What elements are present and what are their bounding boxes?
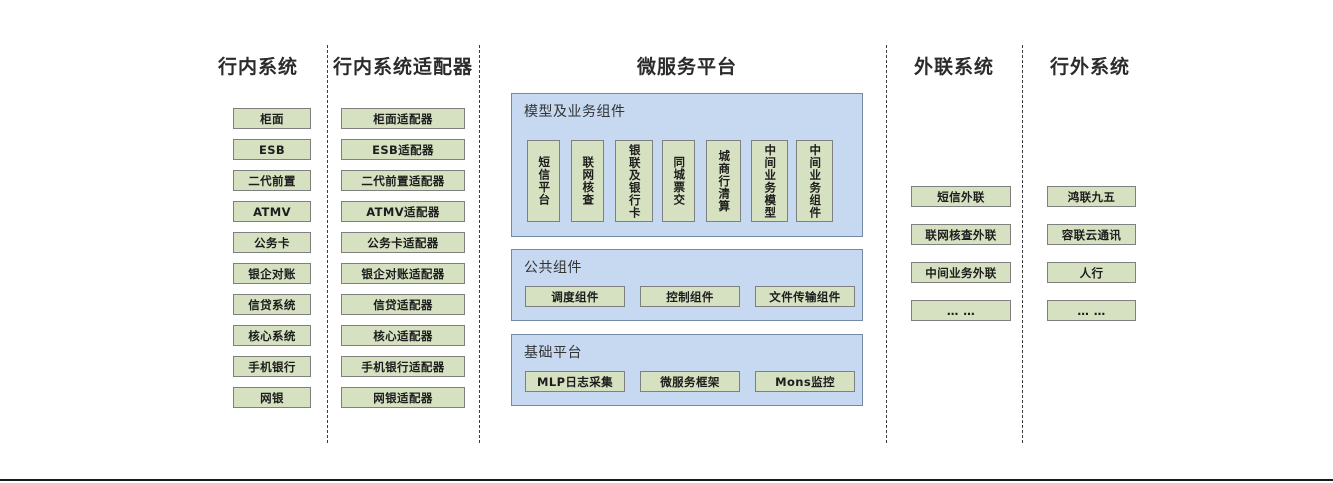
node-inbank-4[interactable]: ATMV (233, 201, 311, 222)
node-outbank-3[interactable]: 人行 (1047, 262, 1136, 283)
node-inbank-adapter-2[interactable]: ESB适配器 (341, 139, 465, 160)
column-divider-2 (479, 45, 480, 443)
node-outbank-2[interactable]: 容联云通讯 (1047, 224, 1136, 245)
node-model-2[interactable]: 联网核查 (571, 140, 604, 222)
page-bottom-rule (0, 479, 1333, 481)
column-title-external-link: 外联系统 (913, 56, 994, 78)
panel-base-platform: 基础平台 (511, 334, 863, 406)
node-inbank-6[interactable]: 银企对账 (233, 263, 311, 284)
column-divider-3 (886, 45, 887, 443)
panel-title-public-components: 公共组件 (524, 260, 582, 276)
node-inbank-adapter-10[interactable]: 网银适配器 (341, 387, 465, 408)
node-external-4[interactable]: … … (911, 300, 1011, 321)
column-title-outbank: 行外系统 (1049, 56, 1130, 78)
node-model-6[interactable]: 中间业务模型 (751, 140, 788, 222)
column-title-inbank-adapter: 行内系统适配器 (333, 56, 474, 78)
node-inbank-2[interactable]: ESB (233, 139, 311, 160)
panel-public-components: 公共组件 (511, 249, 863, 321)
node-external-1[interactable]: 短信外联 (911, 186, 1011, 207)
node-inbank-5[interactable]: 公务卡 (233, 232, 311, 253)
node-public-2[interactable]: 控制组件 (640, 286, 740, 307)
node-inbank-10[interactable]: 网银 (233, 387, 311, 408)
node-external-2[interactable]: 联网核查外联 (911, 224, 1011, 245)
column-divider-4 (1022, 45, 1023, 443)
node-inbank-adapter-5[interactable]: 公务卡适配器 (341, 232, 465, 253)
node-inbank-adapter-3[interactable]: 二代前置适配器 (341, 170, 465, 191)
node-external-3[interactable]: 中间业务外联 (911, 262, 1011, 283)
node-public-3[interactable]: 文件传输组件 (755, 286, 855, 307)
node-inbank-adapter-9[interactable]: 手机银行适配器 (341, 356, 465, 377)
node-inbank-7[interactable]: 信贷系统 (233, 294, 311, 315)
node-base-2[interactable]: 微服务框架 (640, 371, 740, 392)
node-inbank-8[interactable]: 核心系统 (233, 325, 311, 346)
node-outbank-1[interactable]: 鸿联九五 (1047, 186, 1136, 207)
node-outbank-4[interactable]: … … (1047, 300, 1136, 321)
node-public-1[interactable]: 调度组件 (525, 286, 625, 307)
node-base-1[interactable]: MLP日志采集 (525, 371, 625, 392)
node-inbank-1[interactable]: 柜面 (233, 108, 311, 129)
node-inbank-adapter-6[interactable]: 银企对账适配器 (341, 263, 465, 284)
node-inbank-adapter-4[interactable]: ATMV适配器 (341, 201, 465, 222)
node-model-1[interactable]: 短信平台 (527, 140, 560, 222)
column-title-inbank: 行内系统 (217, 56, 298, 78)
node-model-3[interactable]: 银联及银行卡 (615, 140, 653, 222)
column-divider-1 (327, 45, 328, 443)
node-inbank-adapter-8[interactable]: 核心适配器 (341, 325, 465, 346)
column-title-microservice: 微服务平台 (636, 56, 737, 78)
node-inbank-9[interactable]: 手机银行 (233, 356, 311, 377)
node-inbank-adapter-1[interactable]: 柜面适配器 (341, 108, 465, 129)
node-inbank-3[interactable]: 二代前置 (233, 170, 311, 191)
node-model-4[interactable]: 同城票交 (662, 140, 695, 222)
node-base-3[interactable]: Mons监控 (755, 371, 855, 392)
panel-title-base-platform: 基础平台 (524, 345, 582, 361)
node-inbank-adapter-7[interactable]: 信贷适配器 (341, 294, 465, 315)
node-model-5[interactable]: 城商行清算 (706, 140, 741, 222)
panel-title-model-business-components: 模型及业务组件 (524, 104, 626, 120)
node-model-7[interactable]: 中间业务组件 (796, 140, 833, 222)
